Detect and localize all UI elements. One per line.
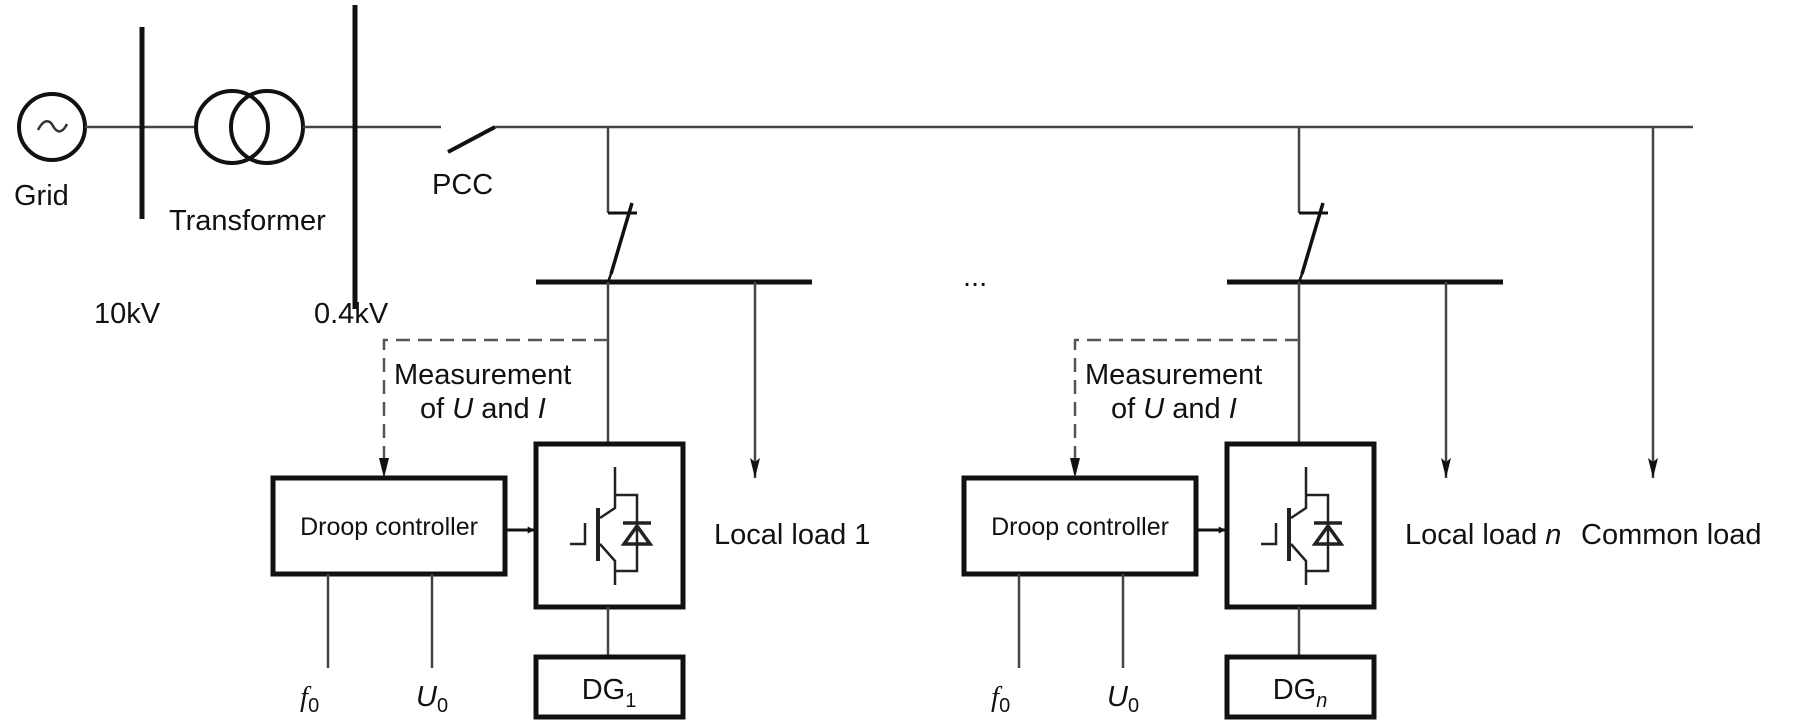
voltage-0.4kv-label: 0.4kV <box>314 298 389 330</box>
local-load-label-text: Local load <box>714 519 854 551</box>
measurement-signal-line <box>382 338 608 462</box>
distributed-generator-box <box>1224 654 1377 720</box>
distributed-generator-box <box>533 654 686 720</box>
droop-controller-label: Droop controller <box>991 513 1169 541</box>
text-part: and <box>1164 393 1229 425</box>
text-part: 0 <box>308 695 319 717</box>
text-part: 0 <box>1128 695 1139 717</box>
f0-reference-label: f0 <box>300 681 319 717</box>
measurement-label-line1: Measurement <box>394 359 571 391</box>
pcc-switch-icon <box>447 125 496 154</box>
f0-reference-label: f0 <box>991 681 1010 717</box>
droop-controller-label: Droop controller <box>300 513 478 541</box>
pcc-label: PCC <box>432 169 493 201</box>
text-part: DG <box>1273 674 1317 706</box>
text-part: 1 <box>625 690 636 712</box>
transformer-label: Transformer <box>169 205 326 237</box>
transformer-icon <box>194 89 305 165</box>
droop-controller-box <box>270 475 508 577</box>
distributed-generator-label: DGn <box>1273 674 1328 712</box>
text-part: of <box>1111 393 1143 425</box>
der-branch-n: Measurement of U and I Droop controller … <box>961 127 1561 720</box>
igbt-diode-icon <box>570 467 654 585</box>
branch-breaker-icon <box>606 202 637 283</box>
distributed-generator-label: DG1 <box>582 674 637 712</box>
measurement-signal-line <box>1073 338 1299 462</box>
text-part: DG <box>582 674 626 706</box>
text-part: U <box>1107 681 1129 713</box>
grid-label: Grid <box>14 180 69 212</box>
text-part: and <box>473 393 538 425</box>
local-load-label-text: Local load <box>1405 519 1545 551</box>
text-part: 0 <box>437 695 448 717</box>
branch-breaker-icon <box>1297 202 1328 283</box>
text-part: n <box>1316 690 1327 712</box>
text-part: I <box>538 393 546 425</box>
measurement-label-line2: of U and I <box>420 393 546 425</box>
inverter-box <box>533 441 686 610</box>
grid-source-icon <box>17 92 87 162</box>
text-part: U <box>452 393 474 425</box>
droop-controller-box <box>961 475 1199 577</box>
text-part: of <box>420 393 452 425</box>
measurement-arrowhead-icon <box>1070 458 1080 478</box>
measurement-arrowhead-icon <box>379 458 389 478</box>
text-part: U <box>1143 393 1165 425</box>
u0-reference-label: U0 <box>416 681 448 717</box>
igbt-diode-icon <box>1261 467 1345 585</box>
inverter-box <box>1224 441 1377 610</box>
text-part: 1 <box>854 519 870 551</box>
local-load-label: Local load 1 <box>714 519 870 551</box>
text-part: U <box>416 681 438 713</box>
text-part: n <box>1545 519 1561 551</box>
ellipsis-label: ... <box>963 261 987 293</box>
local-load-label: Local load n <box>1405 519 1561 551</box>
common-load-label: Common load <box>1581 519 1762 551</box>
der-branch-1: Measurement of U and I Droop controller … <box>270 127 870 720</box>
u0-reference-label: U0 <box>1107 681 1139 717</box>
voltage-10kv-label: 10kV <box>94 298 161 330</box>
measurement-label-line2: of U and I <box>1111 393 1237 425</box>
text-part: I <box>1229 393 1237 425</box>
measurement-label-line1: Measurement <box>1085 359 1262 391</box>
text-part: 0 <box>999 695 1010 717</box>
